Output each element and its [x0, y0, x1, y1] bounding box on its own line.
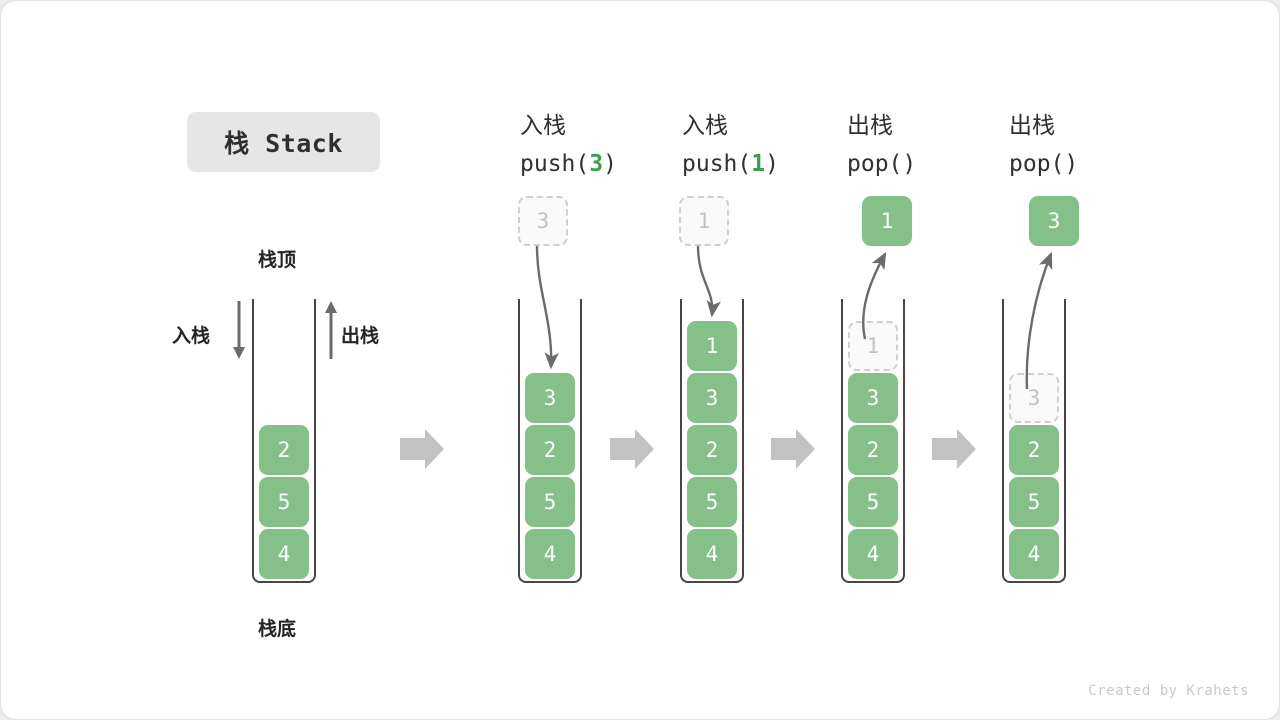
stack-cell-ghost: 1 — [848, 321, 898, 371]
stack-container — [841, 299, 905, 583]
code-prefix: push( — [520, 151, 590, 177]
pop-direction-label: 出栈 — [341, 325, 380, 347]
column-op-label: 出栈 — [1009, 113, 1055, 139]
code-arg: 3 — [589, 151, 604, 177]
column-op-code: pop() — [1009, 145, 1209, 183]
column-header-push-1: 入栈 push(1) — [682, 107, 882, 183]
stack-container — [1002, 299, 1066, 583]
code-suffix: ) — [765, 151, 779, 177]
stack-cell: 5 — [687, 477, 737, 527]
stack-cell: 5 — [259, 477, 309, 527]
stack-cell: 2 — [1009, 425, 1059, 475]
stack-container — [252, 299, 316, 583]
column-op-label: 入栈 — [682, 113, 728, 139]
stack-cell: 2 — [687, 425, 737, 475]
column-op-code: pop() — [847, 145, 1047, 183]
code-prefix: push( — [682, 151, 752, 177]
column-op-code: push(1) — [682, 145, 882, 183]
step-arrow-4 — [932, 429, 976, 469]
stack-cell: 3 — [848, 373, 898, 423]
stack-cell: 2 — [525, 425, 575, 475]
stack-cell: 5 — [525, 477, 575, 527]
pop-direction-arrow — [325, 301, 337, 359]
stack-cell: 4 — [525, 529, 575, 579]
stack-container — [518, 299, 582, 583]
stack-cell: 5 — [848, 477, 898, 527]
step-arrow-2 — [610, 429, 654, 469]
push-direction-arrow — [233, 301, 245, 359]
stack-cell-ghost: 3 — [1009, 373, 1059, 423]
code-suffix: ) — [902, 151, 917, 177]
stack-cell: 2 — [848, 425, 898, 475]
step-arrow-1 — [400, 429, 444, 469]
code-suffix: ) — [603, 151, 617, 177]
column-header-pop-1: 出栈 pop() — [847, 107, 1047, 183]
code-prefix: pop( — [847, 151, 903, 177]
column-op-label: 出栈 — [847, 113, 893, 139]
push-direction-label: 入栈 — [172, 325, 211, 347]
code-arg: 1 — [751, 151, 766, 177]
stack-cell: 3 — [687, 373, 737, 423]
code-prefix: pop( — [1009, 151, 1065, 177]
code-suffix: ) — [1064, 151, 1079, 177]
stack-cell: 4 — [259, 529, 309, 579]
stack-cell: 5 — [1009, 477, 1059, 527]
stack-bottom-label: 栈底 — [258, 618, 297, 640]
stack-cell: 4 — [848, 529, 898, 579]
step-arrow-3 — [771, 429, 815, 469]
column-op-label: 入栈 — [520, 113, 566, 139]
stack-cell: 2 — [259, 425, 309, 475]
pending-push-value: 1 — [679, 196, 729, 246]
popped-value: 1 — [862, 196, 912, 246]
stack-cell: 4 — [1009, 529, 1059, 579]
stack-container — [680, 299, 744, 583]
stack-cell: 1 — [687, 321, 737, 371]
pending-push-value: 3 — [518, 196, 568, 246]
page-title: 栈 Stack — [187, 112, 380, 172]
stack-cell: 4 — [687, 529, 737, 579]
watermark: Created by Krahets — [1088, 683, 1249, 699]
column-header-push-3: 入栈 push(3) — [520, 107, 720, 183]
popped-value: 3 — [1029, 196, 1079, 246]
stack-cell: 3 — [525, 373, 575, 423]
stack-top-label: 栈顶 — [258, 249, 297, 271]
column-header-pop-3: 出栈 pop() — [1009, 107, 1209, 183]
column-op-code: push(3) — [520, 145, 720, 183]
